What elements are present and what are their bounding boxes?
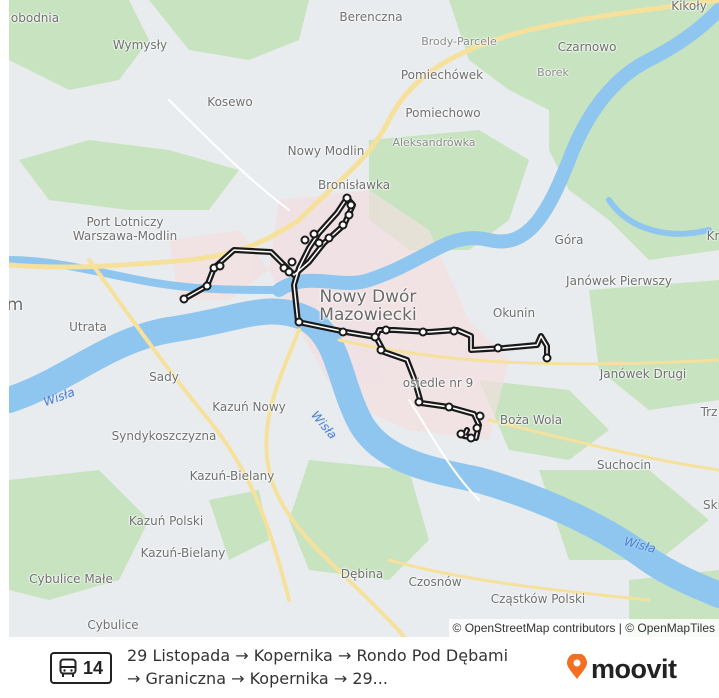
map-label-syndykoszczyzna: Syndykoszczyzna	[111, 429, 217, 443]
map-label-czosnow: Czosnów	[408, 575, 462, 589]
route-stops	[179, 193, 552, 443]
map-label-kazun-bielany-2: Kazuń-Bielany	[140, 546, 226, 560]
map-label-janowek-drugi: Janówek Drugi	[599, 367, 687, 381]
map-label-berencizna: Berenczna	[339, 10, 403, 24]
map-label-kazun-nowy: Kazuń Nowy	[212, 400, 286, 414]
moovit-wordmark: moovit	[591, 653, 677, 684]
map-label-osiedle: osiedle nr 9	[402, 376, 474, 390]
map-label-bronislawka: Bronisławka	[317, 178, 391, 192]
rivers	[9, 3, 719, 608]
map-label-czarnowo: Czarnowo	[557, 40, 617, 54]
map-label-debina: Dębina	[340, 567, 384, 581]
map-label-aleksandrowka: Aleksandrówka	[392, 136, 476, 149]
route-footer	[0, 637, 719, 698]
route-description: 29 Listopada → Kopernika → Rondo Pod Dęb…	[127, 646, 509, 688]
map-label-trz: Trz	[700, 405, 718, 419]
map-label-janowek-pierwszy: Janówek Pierwszy	[566, 274, 672, 288]
map-label-slobodnia: obodnia	[10, 11, 60, 25]
map-label-m-edge: m	[9, 295, 24, 315]
map-label-wymysly: Wymysły	[112, 38, 168, 52]
map-label-brody-parcele: Brody-Parcele	[421, 35, 497, 48]
map[interactable]: obodnia Berenczna Kikoły Brody-Parcele C…	[9, 0, 719, 637]
map-label-gora: Góra	[554, 233, 584, 247]
map-label-utrata: Utrata	[69, 320, 107, 334]
route-number: 14	[82, 657, 104, 678]
route-badge: 14	[50, 652, 112, 684]
map-attribution[interactable]: © OpenStreetMap contributors | © OpenMap…	[448, 619, 719, 637]
map-label-nowy-dwor: Nowy Dwór Mazowiecki	[319, 287, 417, 325]
map-label-boza-wola: Boża Wola	[499, 413, 563, 427]
map-label-borek: Borek	[537, 66, 569, 79]
map-label-kikoly: Kikoły	[671, 0, 707, 13]
map-label-kosewo: Kosewo	[207, 95, 253, 109]
bus-icon	[59, 658, 77, 678]
map-label-czastkow-polski: Cząstków Polski	[490, 592, 586, 606]
map-label-sady: Sady	[149, 370, 179, 384]
map-label-kazun-bielany-1: Kazuń-Bielany	[189, 469, 275, 483]
roads	[9, 0, 719, 637]
map-label-kazun-polski: Kazuń Polski	[128, 514, 204, 528]
map-label-ski: Ski	[703, 498, 719, 512]
map-label-suchocin: Suchocin	[596, 458, 652, 472]
map-canvas	[9, 0, 719, 637]
map-label-pomiechowo: Pomiechowo	[405, 106, 481, 120]
map-label-cybulice: Cybulice	[87, 618, 139, 632]
moovit-pin-icon	[566, 653, 588, 684]
map-label-port-lotniczy: Port Lotniczy Warszawa-Modlin	[72, 215, 178, 243]
map-label-okunin: Okunin	[492, 306, 536, 320]
moovit-logo[interactable]: moovit	[566, 653, 677, 685]
map-label-nowy-modlin: Nowy Modlin	[287, 144, 365, 158]
map-label-cybulice-male: Cybulice Małe	[29, 572, 113, 586]
map-label-pomiechowek: Pomiechówek	[400, 68, 484, 82]
map-label-kr: Kr	[706, 229, 719, 243]
